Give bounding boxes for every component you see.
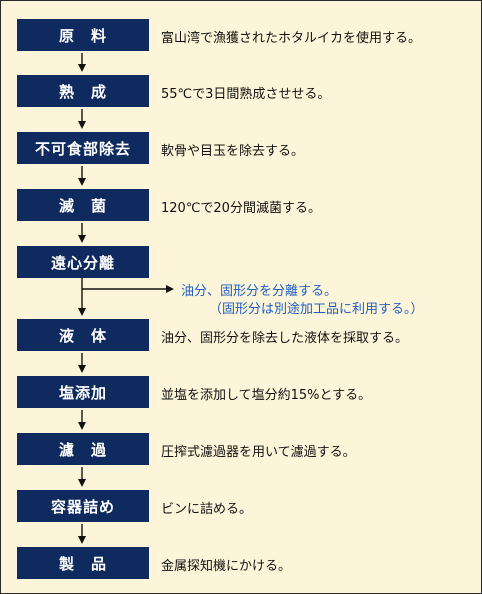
step-box-product: 製 品 [17, 547, 149, 579]
step-box-raw-material: 原 料 [17, 19, 149, 51]
step-desc-raw-material: 富山湾で漁獲されたホタルイカを使用する。 [161, 31, 422, 46]
step-box-centrifuge: 遠心分離 [17, 246, 149, 278]
step-box-aging: 熟 成 [17, 75, 149, 107]
step-desc-bottling: ビンに詰める。 [161, 502, 253, 517]
step-desc-salt-addition: 並塩を添加して塩分約15%とする。 [161, 388, 372, 403]
step-desc-sterilization: 120℃で20分間滅菌する。 [161, 201, 321, 216]
step-box-filtration: 濾 過 [17, 433, 149, 465]
step-desc-filtration: 圧搾式濾過器を用いて濾過する。 [161, 445, 356, 460]
step-desc-product: 金属探知機にかける。 [161, 559, 292, 574]
step-box-salt-addition: 塩添加 [17, 376, 149, 408]
step-box-inedible-removal: 不可食部除去 [17, 132, 149, 164]
step-box-liquid: 液 体 [17, 319, 149, 351]
step-desc-liquid: 油分、固形分を除去した液体を採取する。 [161, 331, 409, 346]
branch-note-line1: 油分、固形分を分離する。 [181, 284, 338, 299]
step-box-sterilization: 滅 菌 [17, 189, 149, 221]
branch-note-line2: （固形分は別途加工品に利用する。） [209, 302, 424, 317]
step-desc-aging: 55℃で3日間熟成させせる。 [161, 87, 331, 102]
step-box-bottling: 容器詰め [17, 490, 149, 522]
branch-note: 油分、固形分を分離する。 （固形分は別途加工品に利用する。） [181, 283, 424, 319]
step-desc-inedible-removal: 軟骨や目玉を除去する。 [161, 144, 305, 159]
